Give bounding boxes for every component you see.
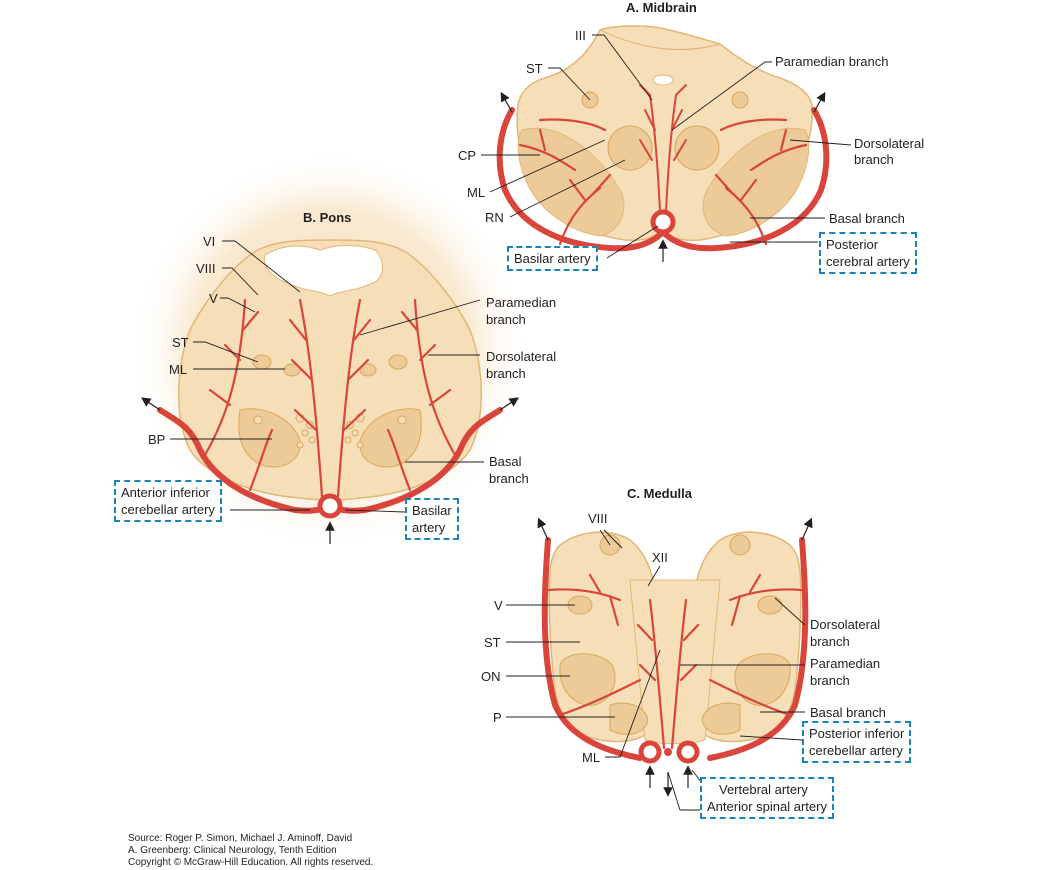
medulla-olive-right (734, 653, 791, 706)
medulla-anterior-spinal-artery (664, 748, 672, 756)
medulla-pyramid-left (609, 702, 649, 735)
pons-box-aica: Anterior inferior cerebellar artery (114, 480, 222, 522)
pons-label-v: V (209, 291, 218, 306)
pons-label-basal-2: branch (489, 471, 529, 486)
source-credit: Source: Roger P. Simon, Michael J. Amino… (128, 833, 373, 869)
midbrain-section (481, 25, 852, 262)
medulla-box-arteries: Vertebral artery Anterior spinal artery (700, 777, 834, 819)
midbrain-box-posterior-cerebral: Posterior cerebral artery (819, 232, 917, 274)
midbrain-red-nucleus-right (674, 125, 720, 171)
pons-label-paramedian-2: branch (486, 312, 526, 327)
medulla-v-nucleus-right (757, 595, 783, 615)
medulla-viii-nucleus-right (729, 534, 751, 556)
medulla-label-xii: XII (652, 550, 668, 565)
pons-label-viii: VIII (196, 261, 216, 276)
medulla-label-st: ST (484, 635, 501, 650)
midbrain-title: A. Midbrain (626, 0, 697, 15)
medulla-arrow-left (537, 517, 549, 541)
pons-box-basilar-line2: artery (412, 520, 446, 535)
midbrain-box-posterior-cerebral-line1: Posterior (826, 237, 879, 252)
medulla-box-pica: Posterior inferior cerebellar artery (802, 721, 912, 763)
pons-arrow-left (141, 397, 161, 411)
pons-branches (203, 298, 457, 498)
pons-st-nucleus-r (388, 354, 408, 370)
medulla-label-dorsolateral-1: Dorsolateral (810, 617, 881, 632)
pons-label-st: ST (172, 335, 189, 350)
medulla-label-ml: ML (582, 750, 601, 765)
midbrain-basilar-artery (650, 209, 676, 235)
pons-label-ml: ML (169, 362, 188, 377)
pons-title: B. Pons (303, 210, 352, 225)
medulla-label-v: V (494, 598, 503, 613)
medulla-arrow-right (801, 517, 813, 541)
midbrain-box-posterior-cerebral-line2: cerebral artery (826, 254, 910, 269)
midbrain-label-rn: RN (485, 210, 504, 225)
pons-box-basilar-line1: Basilar (412, 503, 452, 518)
source-line-1: Source: Roger P. Simon, Michael J. Amino… (128, 833, 353, 844)
pons-box-aica-line2: cerebellar artery (121, 502, 215, 517)
midbrain-label-paramedian: Paramedian branch (775, 54, 889, 69)
midbrain-dorsal-notch (599, 29, 721, 51)
midbrain-label-iii: III (575, 28, 586, 43)
source-line-3: Copyright © McGraw-Hill Education. All r… (128, 857, 374, 868)
medulla-label-p: P (493, 710, 502, 725)
pons-fourth-ventricle (263, 245, 383, 297)
medulla-title: C. Medulla (627, 486, 693, 501)
pons-section (130, 150, 530, 550)
pons-leaders (170, 240, 484, 513)
source-line-2: A. Greenberg: Clinical Neurology, Tenth … (128, 845, 337, 856)
pons-label-paramedian-1: Paramedian (486, 295, 557, 310)
medulla-box-vertebral: Vertebral artery (719, 782, 808, 797)
pons-arrow-right (499, 397, 519, 411)
midbrain-st-nucleus-r (731, 91, 749, 109)
midbrain-label-dorsolateral-2: branch (854, 152, 894, 167)
medulla-box-pica-line1: Posterior inferior (809, 726, 905, 741)
medulla-branches (546, 573, 804, 750)
midbrain-label-dorsolateral-1: Dorsolateral (854, 136, 925, 151)
medulla-olive-left (559, 653, 616, 706)
medulla-pyramid-right (701, 702, 741, 735)
medulla-label-on: ON (481, 669, 501, 684)
midbrain-paramedian-branches (639, 84, 687, 213)
medulla-vertebral-artery-right (676, 740, 700, 764)
midbrain-label-basal: Basal branch (829, 211, 905, 226)
pons-box-aica-line1: Anterior inferior (121, 485, 210, 500)
pons-ml-nucleus-r (359, 363, 377, 377)
midbrain-label-ml: ML (467, 185, 486, 200)
midbrain-basal-branches (518, 118, 808, 246)
medulla-label-paramedian-2: branch (810, 673, 850, 688)
pons-basilar-artery (317, 493, 343, 519)
pons-label-basal-1: Basal (489, 454, 522, 469)
midbrain-label-st: ST (526, 61, 543, 76)
midbrain-red-nucleus-left (607, 125, 653, 171)
medulla-label-viii: VIII (588, 511, 608, 526)
pons-label-dorsolateral-2: branch (486, 366, 526, 381)
pons-label-dorsolateral-1: Dorsolateral (486, 349, 557, 364)
medulla-label-paramedian-1: Paramedian (810, 656, 881, 671)
medulla-box-pica-line2: cerebellar artery (809, 743, 903, 758)
midbrain-label-cp: CP (458, 148, 477, 163)
medulla-section (506, 517, 813, 811)
medulla-vertebral-artery-left (638, 740, 662, 764)
midbrain-arrow-left (500, 91, 513, 113)
medulla-pica-right (707, 537, 809, 761)
pons-label-bp: BP (148, 432, 166, 447)
medulla-label-basal: Basal branch (810, 705, 886, 720)
pons-label-vi: VI (203, 234, 216, 249)
pons-box-basilar: Basilar artery (405, 498, 459, 540)
midbrain-box-basilar: Basilar artery (507, 246, 598, 271)
medulla-leaders (506, 529, 806, 811)
midbrain-aqueduct (652, 74, 674, 86)
medulla-pica-left (541, 537, 643, 761)
pons-st-nucleus (252, 354, 272, 370)
midbrain-crus-right (702, 127, 810, 237)
medulla-label-dorsolateral-2: branch (810, 634, 850, 649)
pons-ml-nucleus (283, 363, 301, 377)
midbrain-leaders (481, 34, 852, 259)
midbrain-arrow-right (813, 91, 826, 113)
medulla-box-anterior-spinal: Anterior spinal artery (707, 799, 827, 814)
